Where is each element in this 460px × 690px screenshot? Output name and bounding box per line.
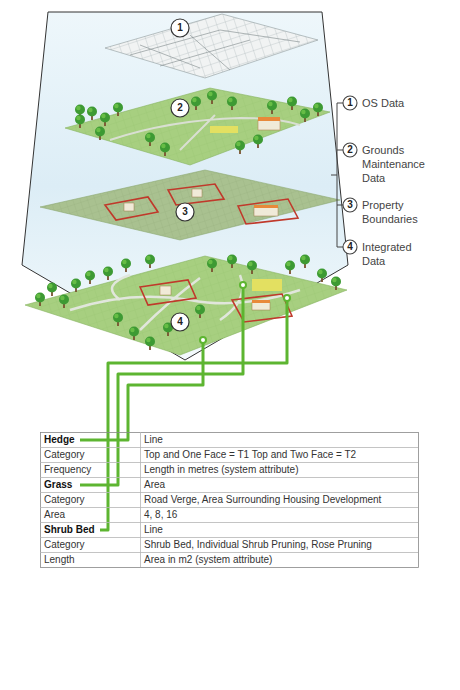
table-value: Line: [144, 432, 416, 447]
table-key: Category: [44, 447, 138, 462]
grounds-patch: [210, 126, 238, 133]
callout-number: 2: [342, 142, 358, 158]
callout-number: 3: [342, 197, 358, 213]
trees-layer-4: [35, 255, 341, 351]
os-lines: [130, 30, 300, 70]
integrated-layer: [25, 256, 347, 355]
table-key: Category: [44, 492, 138, 507]
table-key: Category: [44, 537, 138, 552]
callout-number: 2: [172, 100, 188, 116]
table-value: 4, 8, 16: [144, 507, 416, 522]
table-value: Shrub Bed, Individual Shrub Pruning, Ros…: [144, 537, 416, 552]
side-circles: [343, 96, 357, 254]
layer-label: Grounds Maintenance Data: [362, 143, 434, 185]
leader-lines: [80, 285, 287, 530]
integrated-buildings: [160, 286, 270, 310]
table-value: Length in metres (system attribute): [144, 462, 416, 477]
boundary-layer: [40, 170, 340, 240]
callout-number: 1: [172, 20, 188, 36]
table-value: Area: [144, 477, 416, 492]
callout-number: 4: [342, 239, 358, 255]
table-key: Hedge: [44, 432, 138, 447]
property-boundaries: [105, 184, 298, 224]
callout-circles: [171, 19, 194, 331]
table-key: Frequency: [44, 462, 138, 477]
table-key: Shrub Bed: [44, 522, 138, 537]
layer-label: OS Data: [362, 96, 434, 110]
integrated-boundaries: [140, 280, 292, 322]
leader-dots: [200, 282, 290, 343]
table-value: Top and One Face = T1 Top and Two Face =…: [144, 447, 416, 462]
callout-number: 3: [177, 204, 193, 220]
table-key: Length: [44, 552, 138, 567]
callout-number: 1: [342, 95, 358, 111]
trees-layer-2: [75, 91, 323, 157]
callout-number: 4: [172, 314, 188, 330]
layer-label: Property Boundaries: [362, 198, 434, 226]
layer-label: Integrated Data: [362, 240, 434, 268]
integrated-paths: [70, 275, 300, 330]
boundary-buildings: [124, 189, 278, 216]
grounds-building: [258, 117, 280, 130]
bracket: [331, 103, 343, 247]
os-layer: [105, 14, 318, 78]
table-value: Line: [144, 522, 416, 537]
grounds-paths: [110, 115, 300, 150]
table-key: Area: [44, 507, 138, 522]
table-value: Road Verge, Area Surrounding Housing Dev…: [144, 492, 416, 507]
table-value: Area in m2 (system attribute): [144, 552, 416, 567]
grounds-layer: [65, 88, 330, 165]
integrated-patch: [252, 279, 282, 291]
table-key: Grass: [44, 477, 138, 492]
layer-frame: [22, 12, 348, 360]
table-grid: [40, 432, 419, 568]
